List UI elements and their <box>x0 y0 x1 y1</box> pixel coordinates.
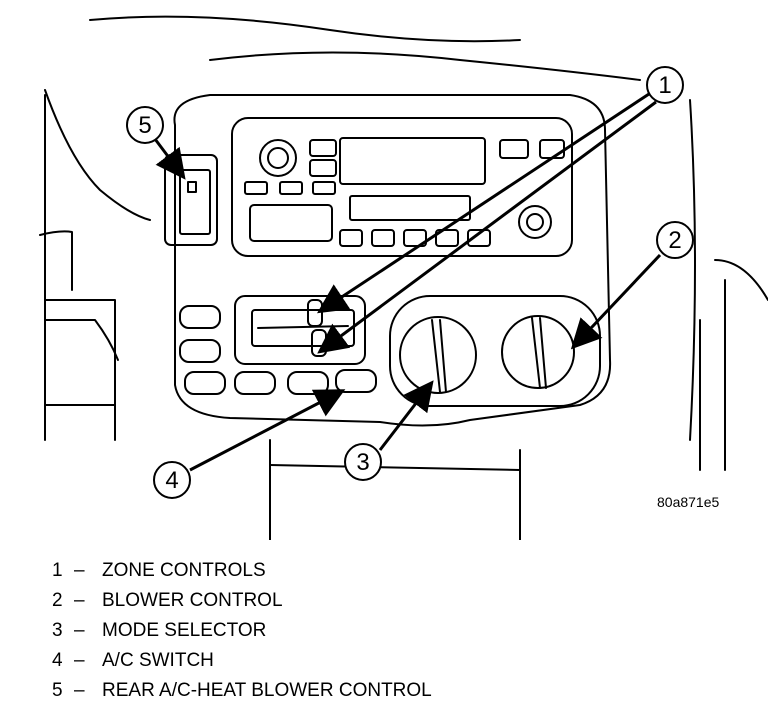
callout-4: 4 <box>153 461 191 499</box>
callout-3-number: 3 <box>356 449 369 476</box>
callout-2: 2 <box>656 221 694 259</box>
radio-tune-knob <box>518 205 552 239</box>
legend-label: BLOWER CONTROL <box>102 590 283 611</box>
legend-item: 2–BLOWER CONTROL <box>52 590 283 611</box>
arrow-5 <box>150 134 186 180</box>
callout-2-number: 2 <box>668 227 681 254</box>
callout-5-number: 5 <box>138 112 151 139</box>
legend-label: A/C SWITCH <box>102 650 214 671</box>
zone-controls-panel <box>234 295 366 365</box>
arrow-4 <box>189 389 346 472</box>
dash-top-edge <box>89 15 521 43</box>
dash-right-edge <box>689 99 696 441</box>
arrow-1b <box>317 100 657 354</box>
legend-label: REAR A/C-HEAT BLOWER CONTROL <box>102 680 432 701</box>
zone-slider-upper <box>307 299 323 327</box>
radio-volume-knob <box>259 139 297 177</box>
zone-slider-lower <box>311 329 327 357</box>
mode-selector-knob <box>399 316 477 394</box>
arrow-3 <box>378 380 434 451</box>
callout-4-number: 4 <box>165 467 178 494</box>
ac-switch <box>335 369 377 393</box>
arrow-2 <box>570 253 662 350</box>
callout-5: 5 <box>126 106 164 144</box>
legend: 1–ZONE CONTROLS 2–BLOWER CONTROL 3–MODE … <box>52 556 432 706</box>
callout-1: 1 <box>646 66 684 104</box>
legend-item: 1–ZONE CONTROLS <box>52 560 266 581</box>
legend-label: ZONE CONTROLS <box>102 560 266 581</box>
legend-item: 4–A/C SWITCH <box>52 650 214 671</box>
legend-item: 3–MODE SELECTOR <box>52 620 267 641</box>
legend-label: MODE SELECTOR <box>102 620 267 641</box>
dash-left-curve <box>44 89 151 221</box>
dashboard-illustration: 1 2 3 4 5 <box>39 15 768 540</box>
legend-item: 5–REAR A/C-HEAT BLOWER CONTROL <box>52 680 432 701</box>
callout-1-number: 1 <box>658 72 671 99</box>
arrow-1a <box>316 90 653 314</box>
figure-code: 80a871e5 <box>657 494 720 510</box>
rear-blower-panel <box>164 154 218 246</box>
dash-upper-curve <box>209 51 641 81</box>
callout-3: 3 <box>344 443 382 481</box>
blower-control-knob <box>501 315 575 389</box>
center-bezel <box>173 94 612 427</box>
